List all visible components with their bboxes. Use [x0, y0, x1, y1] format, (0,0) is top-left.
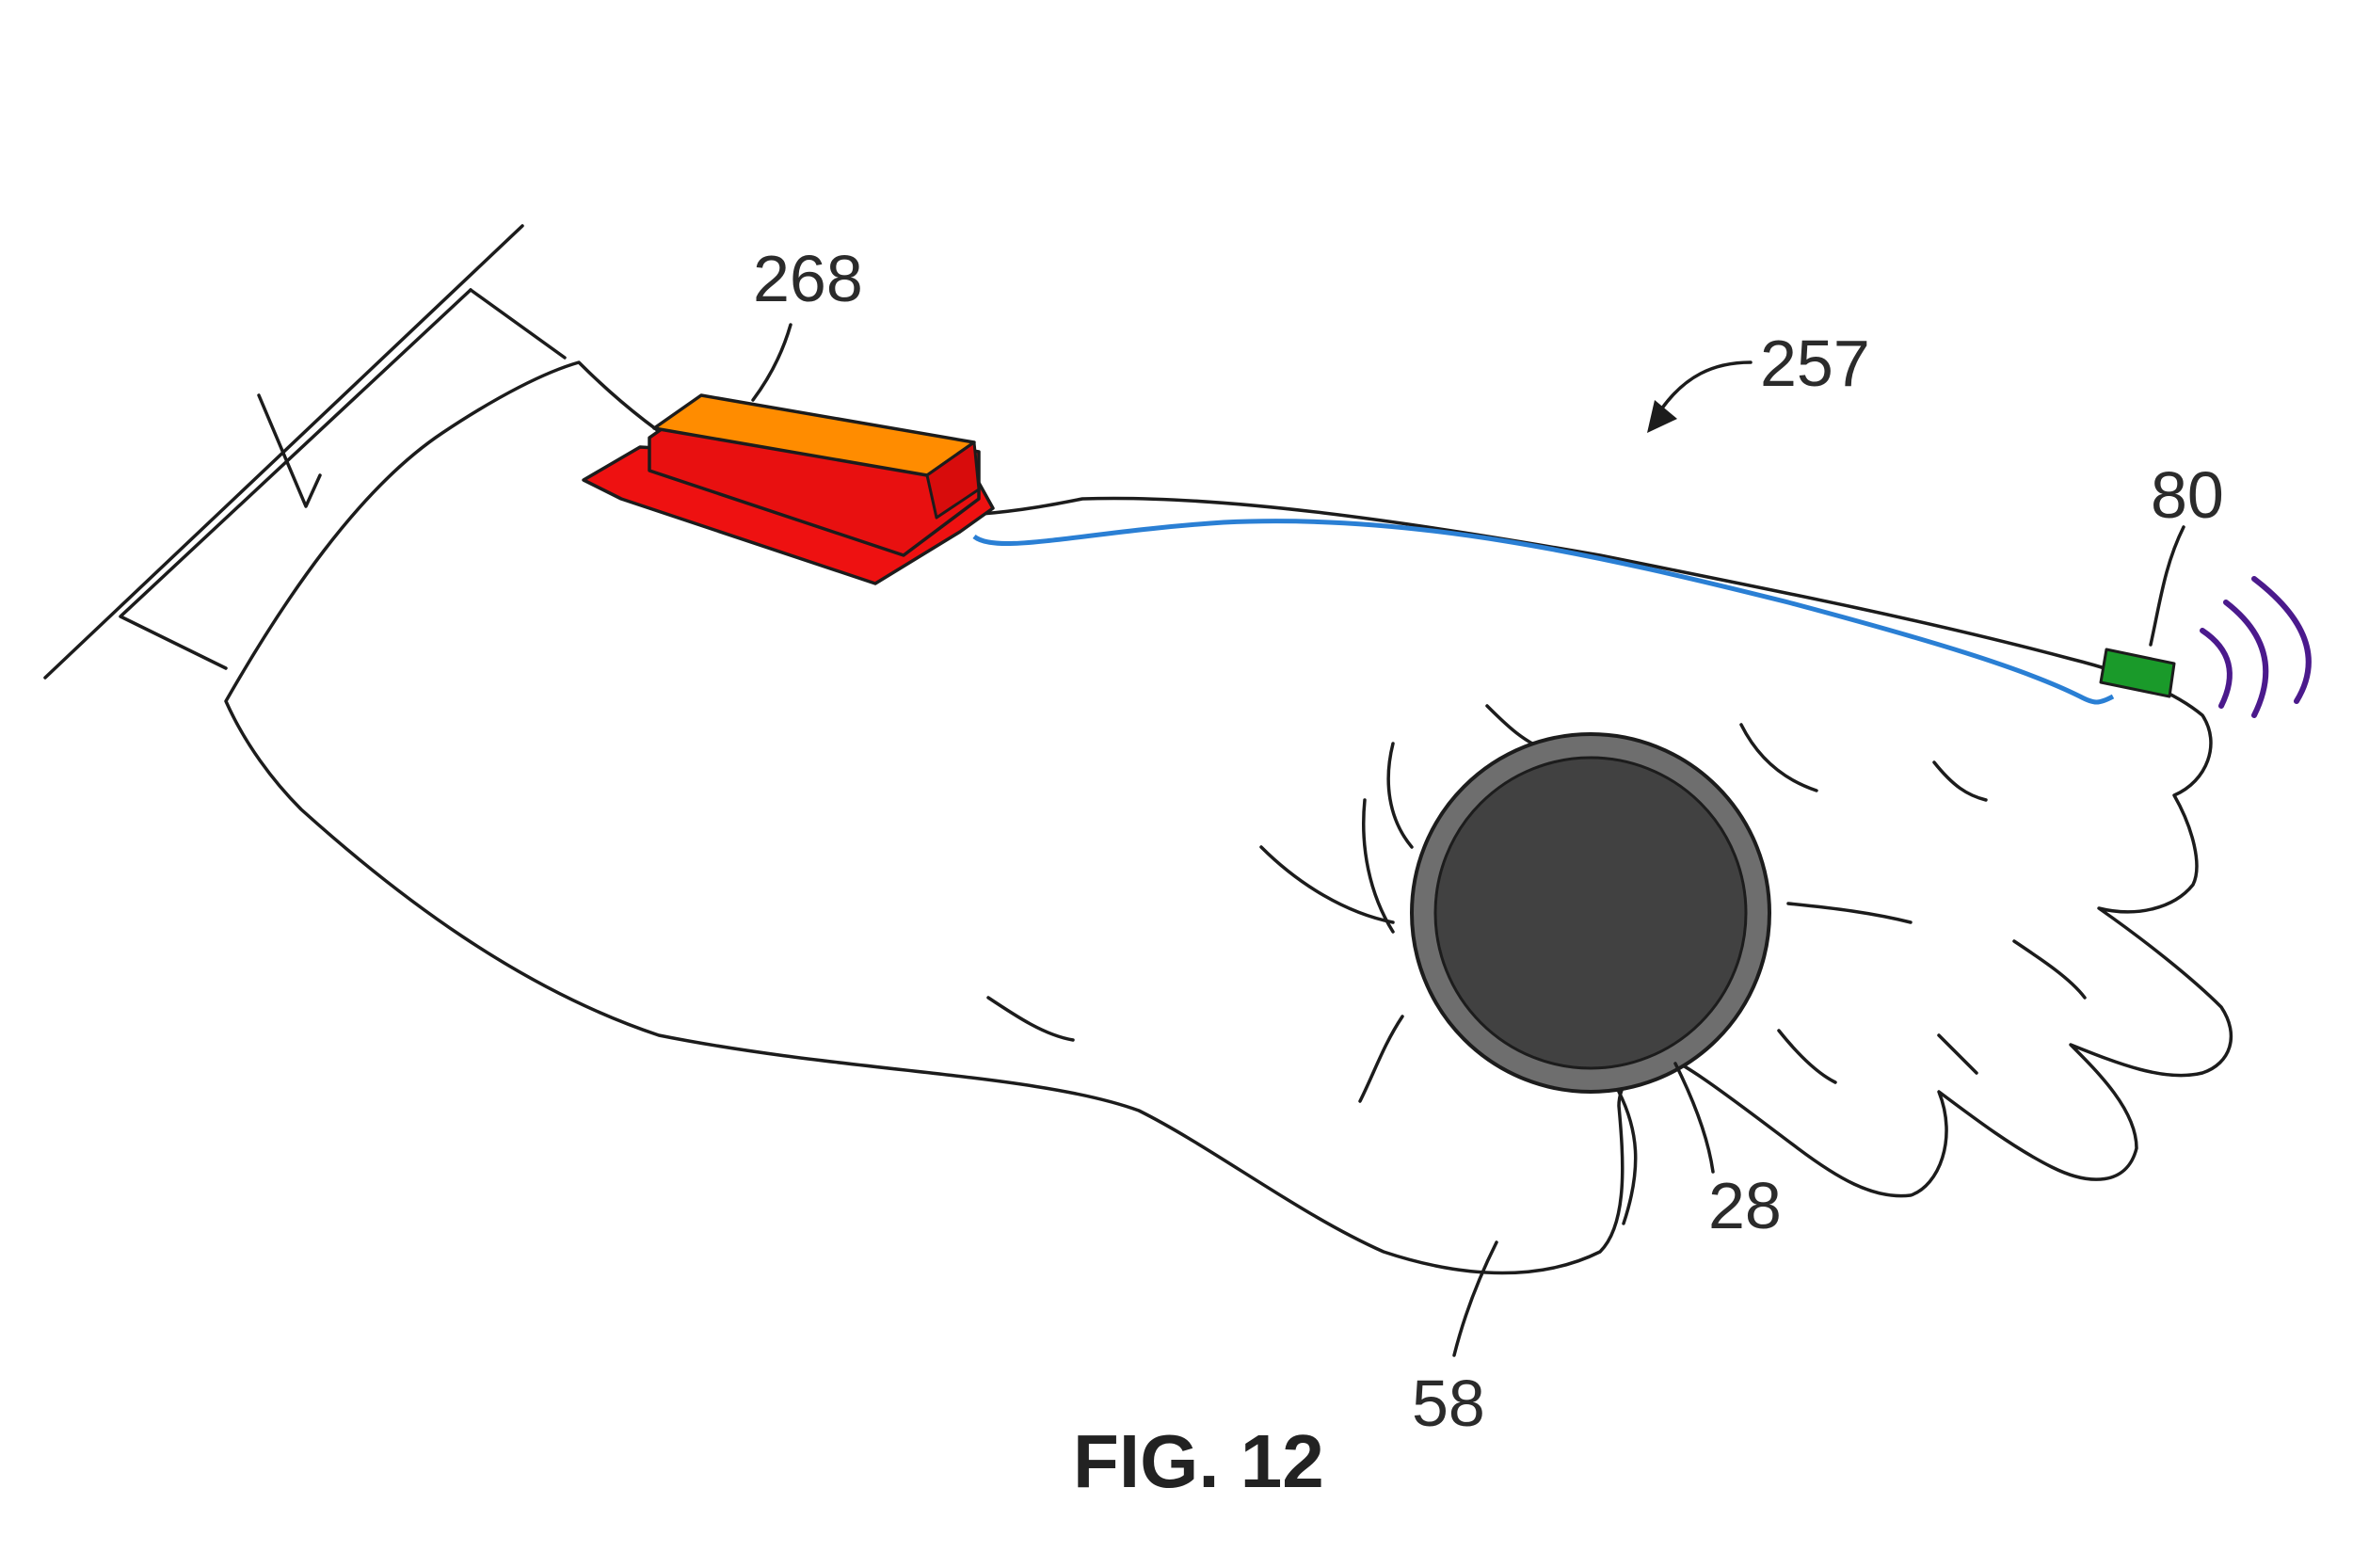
- figure-caption: FIG. 12: [1073, 1419, 1324, 1503]
- device-module-268: [582, 393, 995, 585]
- label-257: 257: [1760, 327, 1870, 400]
- label-58: 58: [1412, 1367, 1485, 1440]
- hand: [224, 360, 2233, 1275]
- sleeve: [43, 224, 567, 680]
- signal-waves: [2200, 576, 2312, 718]
- label-80: 80: [2151, 458, 2224, 532]
- held-object-28: [1410, 732, 1771, 1094]
- wire: [972, 519, 2115, 705]
- fingertip-emitter-80: [2099, 648, 2176, 698]
- label-268: 268: [753, 242, 863, 315]
- hand-detail-lines: [986, 704, 2087, 1225]
- label-28: 28: [1708, 1169, 1782, 1242]
- leader-lines: [751, 323, 2185, 1357]
